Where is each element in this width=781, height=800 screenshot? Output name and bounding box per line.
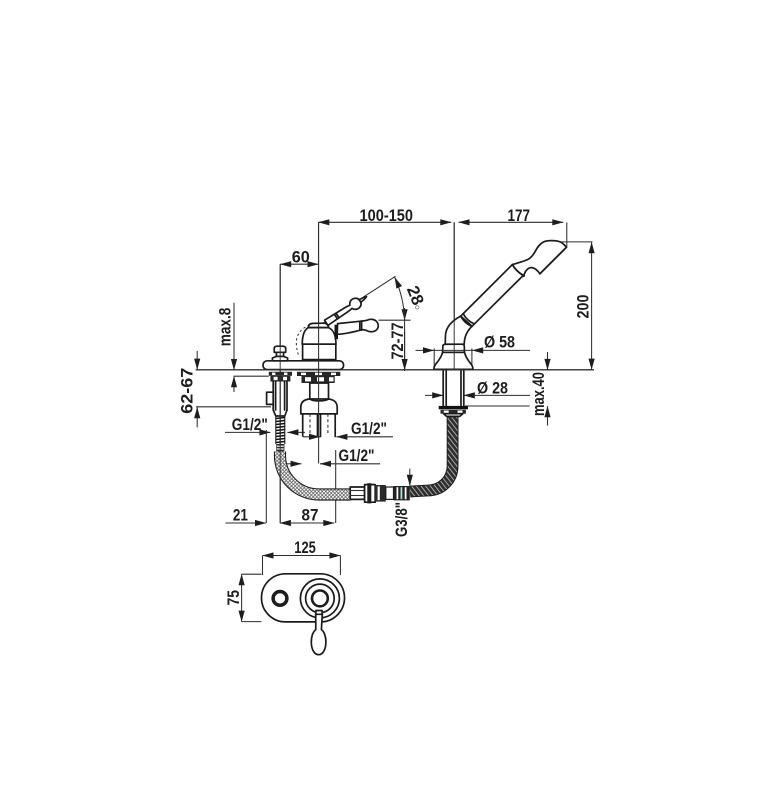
svg-text:62-67: 62-67 <box>178 368 197 414</box>
svg-text:G3/8": G3/8" <box>392 502 411 537</box>
svg-text:125: 125 <box>294 538 316 557</box>
svg-text:72-77: 72-77 <box>388 323 407 360</box>
svg-text:200: 200 <box>574 295 593 319</box>
svg-text:Ø 58: Ø 58 <box>484 333 515 352</box>
svg-text:87: 87 <box>302 505 319 524</box>
svg-text:max.40: max.40 <box>529 372 548 416</box>
svg-text:60: 60 <box>292 247 310 266</box>
svg-text:G1/2": G1/2" <box>232 415 268 434</box>
svg-text:177: 177 <box>508 206 531 225</box>
svg-text:G1/2": G1/2" <box>339 446 375 465</box>
svg-text:Ø 28: Ø 28 <box>477 379 508 398</box>
svg-text:G1/2": G1/2" <box>351 419 387 438</box>
svg-text:75: 75 <box>224 590 243 606</box>
svg-text:100-150: 100-150 <box>360 206 414 225</box>
svg-text:21: 21 <box>233 505 248 524</box>
svg-text:max.8: max.8 <box>216 308 235 347</box>
